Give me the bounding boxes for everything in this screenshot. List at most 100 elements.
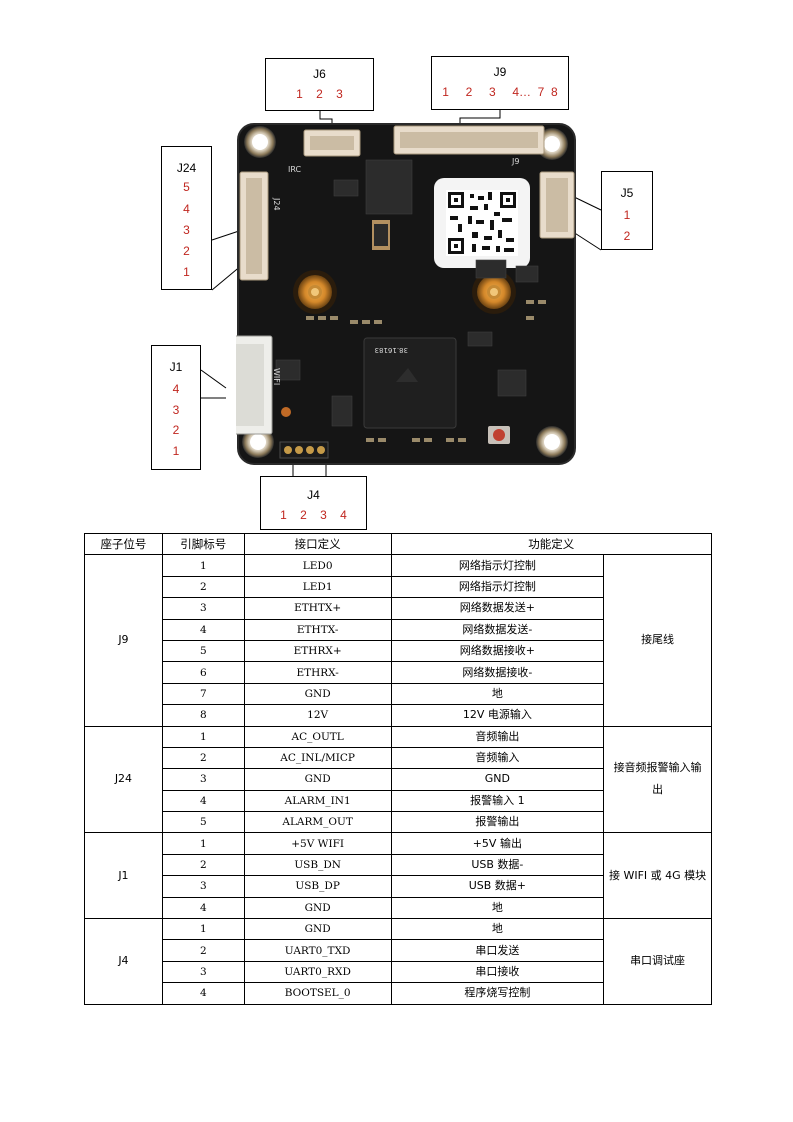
header-signal: 接口定义 [243,532,392,556]
signal-name: ETHTX+ [243,597,392,620]
callout-pin: 5 [183,180,190,194]
camera-board-photo: IRC J9 J24 WIFI 38.16183 [236,120,576,465]
pin-number: 4 [161,618,245,641]
table-row: 4 BOOTSEL_0 程序烧写控制 [85,982,712,1005]
pin-number: 4 [161,789,245,813]
pin-number: 3 [161,960,245,984]
signal-name: ETHRX- [243,661,392,684]
callout-title: J6 [313,67,326,81]
connector-summary: 接尾线 [603,554,712,727]
header-function: 功能定义 [390,532,713,556]
function-desc: 网络指示灯控制 [390,575,605,599]
callout-title: J1 [169,360,183,374]
function-desc: 网络数据接收- [390,661,605,684]
connector-name: J24 [84,725,163,834]
table-row: 3 USB_DP USB 数据+ [85,875,712,898]
callout-pin: 2 [623,229,631,243]
table-row: 5 ALARM_OUT 报警输出 [85,811,712,834]
callout-pins: 1 2 3 4 [280,508,347,522]
table-row: J1 1 +5V WIFI +5V 输出 接 WIFI 或 4G 模块 [84,832,712,920]
callout-title: J4 [307,488,320,502]
function-desc: 音频输入 [390,746,605,770]
table-row: J9 1 LED0 网络指示灯控制 接尾线 [84,554,712,727]
callout-pin: 1 [172,444,180,458]
connector-summary: 接音频报警输入输出 [603,725,712,834]
connector-name: J1 [84,832,163,920]
table-row: 8 12V 12V 电源输入 [85,704,712,727]
function-desc: 地 [390,896,605,920]
table-row: 4 ALARM_IN1 报警输入 1 [85,789,712,813]
function-desc: 网络数据接收+ [390,639,605,663]
silkscreen-j9: J9 [511,157,519,166]
pin-number: 4 [161,896,245,920]
pin-number: 3 [161,597,245,620]
pin-number: 1 [161,918,245,941]
silkscreen-wifi: WIFI [272,368,281,385]
table-row: 2 AC_INL/MICP 音频输入 [85,746,712,770]
connector-name: J9 [84,554,163,727]
pin-number: 6 [161,661,245,684]
function-desc: 网络数据发送+ [390,597,605,620]
callout-pin: 4 [183,202,190,216]
signal-name: ALARM_IN1 [243,789,392,813]
signal-name: USB_DN [243,853,392,877]
pin-number: 2 [161,853,245,877]
signal-name: +5V WIFI [243,832,392,855]
callout-j5: J5 1 2 [601,171,653,250]
function-desc: 音频输出 [390,725,605,748]
callout-pins: 1 2 3 [296,87,343,101]
connector-name: J4 [84,918,163,1005]
pin-number: 4 [161,982,245,1005]
chip-marking: 38.16183 [375,346,408,354]
signal-name: UART0_RXD [243,960,392,984]
table-row: 3 GND GND [85,768,712,791]
signal-name: GND [243,918,392,941]
signal-name: AC_INL/MICP [243,746,392,770]
callout-j4: J4 1 2 3 4 [260,476,367,530]
table-header-row: 座子位号 引脚标号 接口定义 功能定义 [84,532,713,556]
silkscreen-irc: IRC [288,165,302,174]
pin-number: 1 [161,832,245,855]
pin-number: 2 [161,575,245,599]
connector-summary: 接 WIFI 或 4G 模块 [603,832,712,920]
callout-pin: 1 [623,208,631,222]
signal-name: AC_OUTL [243,725,392,748]
signal-name: UART0_TXD [243,939,392,962]
signal-name: ALARM_OUT [243,811,392,834]
pin-number: 3 [161,875,245,898]
function-desc: USB 数据+ [390,875,605,898]
callout-pins: 1 2 3 4… 7 8 [442,85,558,99]
pin-number: 2 [161,746,245,770]
pin-number: 5 [161,639,245,663]
callout-title: J5 [620,186,634,200]
table-row: J24 1 AC_OUTL 音频输出 接音频报警输入输出 [84,725,712,834]
signal-name: GND [243,768,392,791]
callout-title: J9 [493,65,507,79]
table-row: J4 1 GND 地 串口调试座 [84,918,712,1005]
callout-pin: 4 [172,382,180,396]
function-desc: USB 数据- [390,853,605,877]
table-row: 2 UART0_TXD 串口发送 [85,939,712,962]
callout-pin: 3 [183,223,190,237]
function-desc: 网络数据发送- [390,618,605,641]
signal-name: GND [243,682,392,706]
function-desc: 程序烧写控制 [390,982,605,1005]
signal-name: ETHRX+ [243,639,392,663]
callout-j9: J9 1 2 3 4… 7 8 [431,56,569,110]
callout-pin: 2 [172,423,180,437]
function-desc: 串口接收 [390,960,605,984]
function-desc: 12V 电源输入 [390,704,605,727]
table-row: 4 GND 地 [85,896,712,920]
signal-name: 12V [243,704,392,727]
silkscreen-j24: J24 [272,197,281,211]
table-row: 4 ETHTX- 网络数据发送- [85,618,712,641]
signal-name: ETHTX- [243,618,392,641]
callout-j6: J6 1 2 3 [265,58,374,111]
function-desc: 报警输出 [390,811,605,834]
header-pin: 引脚标号 [161,532,245,556]
signal-name: GND [243,896,392,920]
function-desc: 地 [390,682,605,706]
function-desc: 报警输入 1 [390,789,605,813]
callout-pin: 3 [172,403,180,417]
signal-name: BOOTSEL_0 [243,982,392,1005]
